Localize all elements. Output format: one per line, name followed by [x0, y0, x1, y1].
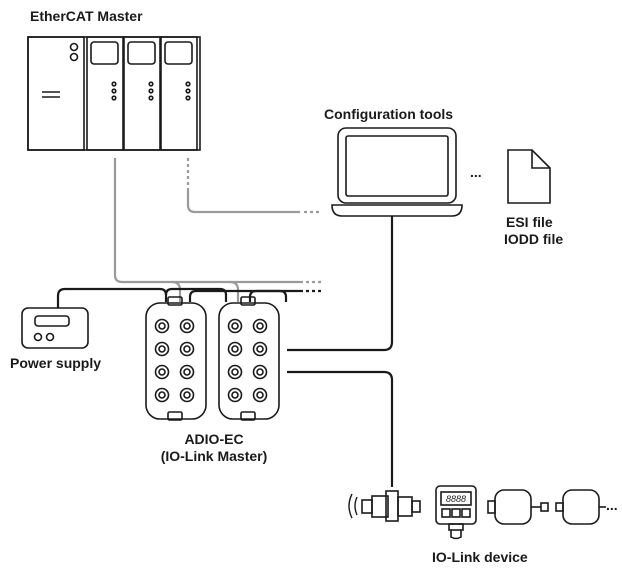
wireless-signal-icon — [348, 493, 358, 519]
ethercat-cables — [113, 158, 322, 302]
adio-2-ports — [227, 318, 268, 403]
actuator-device-1 — [487, 489, 549, 525]
config-tools-label: Configuration tools — [324, 106, 454, 122]
pressure-sensor-device — [435, 485, 477, 540]
adio-ec-subtitle: (IO-Link Master) — [160, 448, 268, 464]
device-display-text: 8888 — [446, 494, 466, 504]
iodd-file-label: IODD file — [504, 231, 564, 247]
devices-ellipsis: ... — [606, 497, 618, 513]
ethercat-master-plc — [27, 36, 201, 151]
power-supply — [21, 307, 89, 349]
adio-ec-name: ADIO-EC — [184, 431, 244, 447]
laptop-icon — [331, 127, 463, 217]
esi-file-label: ESI file — [506, 214, 553, 230]
iolink-device-label: IO-Link device — [432, 549, 528, 565]
ethercat-master-label: EtherCAT Master — [30, 8, 143, 24]
config-ellipsis: ... — [470, 164, 482, 180]
adio-ec-label: ADIO-EC (IO-Link Master) — [148, 431, 280, 465]
laptop-to-adio-cable — [287, 216, 394, 352]
adio-1-ports — [154, 318, 195, 403]
actuator-device-2 — [555, 489, 606, 525]
adio-ec-module-2 — [218, 296, 280, 421]
power-cables — [56, 287, 322, 308]
adio-ec-module-1 — [145, 296, 207, 421]
power-supply-cable — [56, 287, 168, 308]
master-to-laptop-cable — [186, 188, 300, 214]
adio-to-device-cable — [287, 370, 394, 487]
master-to-adio-cable — [113, 158, 182, 302]
proximity-sensor-device — [361, 490, 421, 522]
power-supply-label: Power supply — [10, 355, 102, 371]
file-document-icon — [507, 149, 551, 204]
